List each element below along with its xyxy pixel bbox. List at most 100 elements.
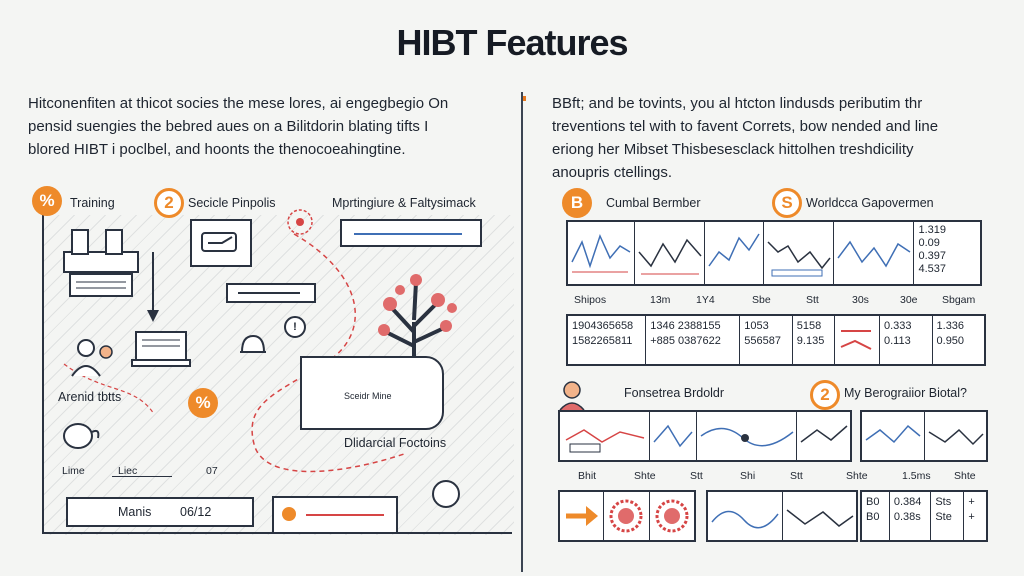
- axis-label: 1Y4: [696, 294, 715, 306]
- mini-chart: [834, 222, 915, 284]
- left-intro-line: Hitconenfiten at thicot socies the mese …: [28, 95, 449, 112]
- map-row: [706, 490, 858, 542]
- step-label-pinpolis: Secicle Pinpolis: [188, 196, 276, 210]
- axis-label: Bhit: [578, 470, 597, 482]
- axis-tick: [112, 476, 172, 477]
- seal-icon: [609, 499, 643, 533]
- seal-panel: [604, 492, 650, 540]
- progress-line: [306, 514, 384, 516]
- bottom-status-label: Manis: [118, 505, 152, 519]
- table-value: Sts: [935, 496, 952, 508]
- step-label-training: Training: [70, 196, 115, 210]
- tree-icon: [378, 274, 457, 380]
- central-process-box: Sceidr Mine: [300, 356, 444, 430]
- right-intro-line: BBft; and be tovints, you al htcton lind…: [552, 95, 923, 112]
- mini-chart: [705, 222, 764, 284]
- table-value: 556587: [744, 335, 781, 347]
- section-label-berograiior: My Berograiior Biotal?: [844, 386, 967, 400]
- section-badge-2: 2: [810, 380, 840, 410]
- mini-map: [708, 492, 783, 540]
- table-value: +885 0387622: [650, 335, 721, 347]
- section-badge-b: B: [562, 188, 592, 218]
- people-icon: [71, 339, 113, 377]
- table-value: 1904365658: [572, 320, 634, 332]
- table-cell: 0.333 0.113: [880, 316, 933, 364]
- seal-icon: [655, 499, 689, 533]
- table-value: Ste: [935, 511, 952, 523]
- table-value: 0.384: [893, 496, 922, 508]
- table-value: B0: [866, 496, 880, 508]
- axis-label-lime: Lime: [62, 465, 85, 477]
- left-intro: Hitconenfiten at thicot socies the mese …: [28, 92, 508, 161]
- axis-label: Shipos: [574, 294, 607, 306]
- table-cell: 1.336 0.950: [933, 316, 985, 364]
- right-intro: BBft; and be tovints, you al htcton lind…: [552, 92, 1002, 184]
- mini-chart: [635, 222, 705, 284]
- step-label-monitoring: Mprtingiure & Faltysimack: [332, 196, 476, 210]
- axis-label: Stt: [806, 294, 819, 306]
- axis-label: Stt: [790, 470, 803, 482]
- mini-map: [650, 412, 697, 460]
- axis-label: 30e: [900, 294, 918, 306]
- monitoring-box: [340, 219, 482, 247]
- left-intro-line: blored HIBT i poclbel, and hoonts the th…: [28, 141, 406, 158]
- training-machine-icon: [63, 229, 139, 297]
- axis-label-liec: Liec: [118, 465, 138, 477]
- central-box-label: Sceidr Mine: [344, 391, 392, 401]
- right-intro-line: eriong her Mibset Thisbesesclack hittolh…: [552, 141, 914, 158]
- table-cell: ++: [968, 496, 975, 523]
- status-bar-line: [238, 292, 300, 294]
- settings-icon: [432, 480, 460, 508]
- percent-badge: %: [188, 388, 218, 418]
- table-value: 1.336: [936, 320, 965, 332]
- section-label-brdoldr: Fonsetrea Brdoldr: [624, 386, 725, 400]
- arrow-panel: [560, 492, 605, 540]
- right-intro-line: treventions tel with to favent Correts, …: [552, 118, 939, 135]
- step-badge-training: %: [32, 186, 62, 216]
- axis-label-07: 07: [206, 465, 218, 477]
- helmet-icon: [240, 334, 266, 353]
- side-value: 0.09: [918, 237, 940, 249]
- seal-row: [558, 490, 696, 542]
- chart-row-1: 1.319 0.09 0.397 4.537: [566, 220, 982, 286]
- table-value: 0.950: [936, 335, 965, 347]
- bottom-status-value: 06/12: [180, 505, 212, 519]
- mini-map: [797, 412, 850, 460]
- laptop-icon: [131, 331, 191, 367]
- side-value: 1.319: [918, 224, 947, 236]
- status-bar-box: [226, 283, 316, 303]
- axis-label: Shi: [740, 470, 756, 482]
- axis-label: 13m: [650, 294, 671, 306]
- progress-dot-icon: [282, 507, 296, 521]
- mini-map: [783, 492, 857, 540]
- center-divider: [521, 92, 523, 572]
- axis-label: Shte: [634, 470, 656, 482]
- table-value: 9.135: [796, 335, 825, 347]
- table-value: 1346 2388155: [650, 320, 721, 332]
- side-value: 0.397: [918, 250, 947, 262]
- table-value: 0.333: [884, 320, 912, 332]
- axis-label: Shte: [846, 470, 868, 482]
- axis-label: Sbe: [752, 294, 771, 306]
- table-cell: [835, 316, 880, 364]
- step-badge-pinpolis: 2: [154, 188, 184, 218]
- kettle-icon: [63, 423, 100, 449]
- mini-map: [925, 412, 987, 460]
- accent-marker: [521, 96, 526, 101]
- table-cell: 1053 556587: [740, 316, 793, 364]
- side-values: 1.319 0.09 0.397 4.537: [914, 222, 980, 284]
- axis-label: 30s: [852, 294, 869, 306]
- seal-panel: [650, 492, 694, 540]
- section-label-worldcca: Worldcca Gapovermen: [806, 196, 934, 210]
- table-value: 1053: [744, 320, 769, 332]
- arend-label: Arenid tbtts: [58, 390, 122, 404]
- mini-map: [862, 412, 925, 460]
- axis-label: 1.5ms: [902, 470, 931, 482]
- table-value: 0.113: [884, 335, 911, 347]
- mini-map: [560, 412, 651, 460]
